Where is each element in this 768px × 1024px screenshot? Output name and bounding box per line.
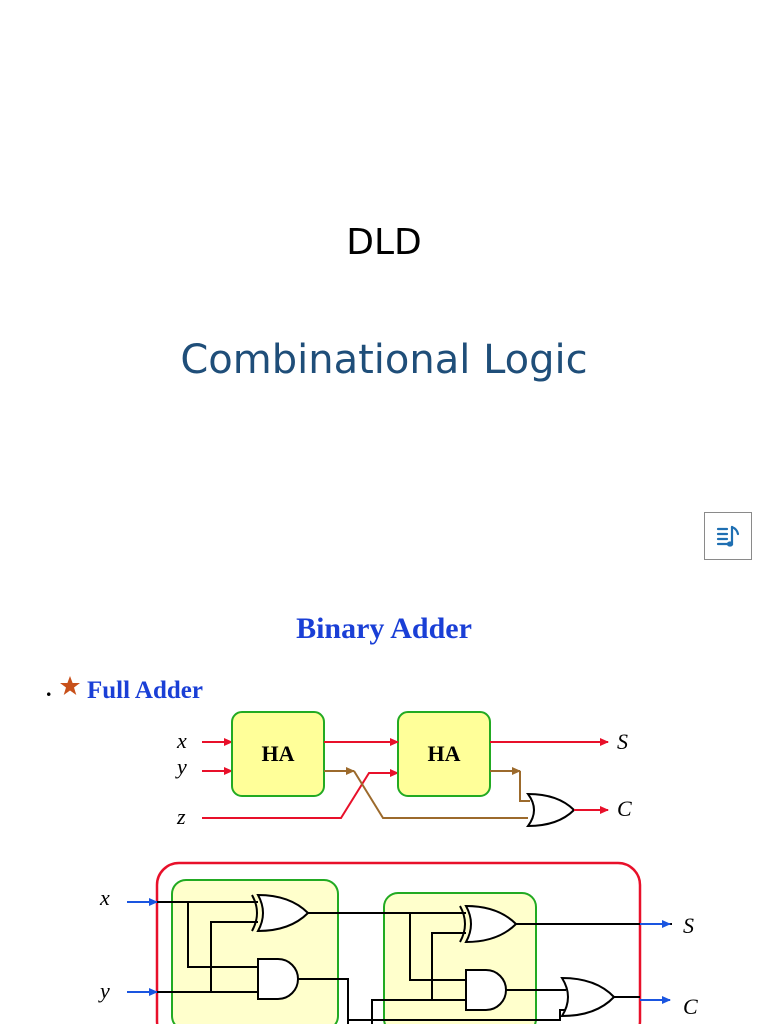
half-adder-block-2 [397,711,491,797]
block-input-x: x [176,728,187,753]
block-output-s: S [617,729,628,754]
half-adder-label-1: HA [262,741,295,766]
bullet-dot: . [46,676,52,701]
or-gate-block [526,792,576,828]
full-adder-figure: Binary Adder . Full Adder x y z HA HA S … [46,612,698,1024]
block-output-c: C [617,796,632,821]
gate-output-s: S [683,913,694,938]
gate-input-y: y [98,978,110,1003]
playlist-music-icon [716,525,740,547]
block-input-y: y [175,754,187,779]
figure-heading: Binary Adder [296,612,472,645]
block-input-z: z [176,804,186,829]
audio-playlist-button[interactable] [704,512,752,560]
full-adder-outer-box [155,861,642,1024]
half-adder-block-diagram: x y z HA HA S C [175,711,632,829]
star-icon [60,676,80,695]
figure-subheading: Full Adder [87,677,203,704]
slide-title: DLD [346,222,422,263]
half-adder-block-1 [231,711,325,797]
gate-output-c: C [683,994,698,1019]
slide-subtitle: Combinational Logic [180,337,588,383]
half-adder-label-2: HA [428,741,461,766]
gate-level-diagram: x y [98,861,698,1024]
gate-input-x: x [99,885,110,910]
